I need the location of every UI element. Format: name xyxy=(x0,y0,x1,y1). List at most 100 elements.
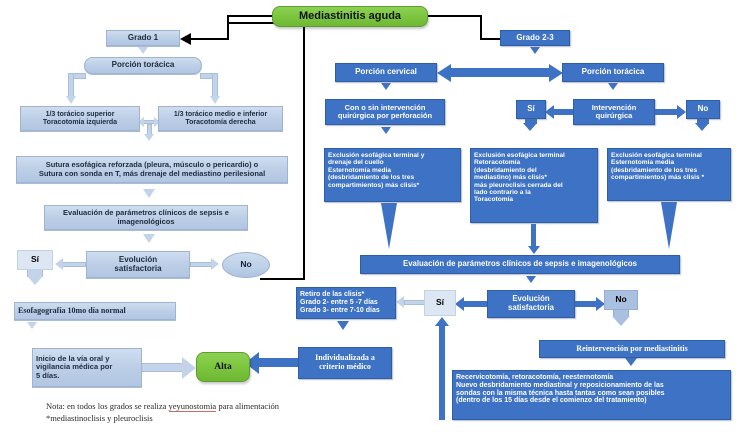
arrow-eval-right-down xyxy=(526,276,536,283)
node-intervencion-quirurgica[interactable]: Intervención quirúrgica xyxy=(573,99,655,125)
node-no-right-bottom[interactable]: No xyxy=(604,290,638,310)
con-o-sin-intervencion-label: Con o sin intervención quirúrgica por pe… xyxy=(337,102,433,120)
note-block: Nota: en todos los grados se realiza yey… xyxy=(46,400,416,425)
arrowhead-right-option xyxy=(210,96,220,104)
si-right-top-down-body xyxy=(525,118,537,124)
si-right-top-label: Sí xyxy=(527,104,535,114)
node-evolucion-satisfactoria-right[interactable]: Evolución satisfactoria xyxy=(487,290,575,318)
arrow-iq-si-body xyxy=(553,109,575,115)
evaluacion-right-label: Evaluación de parámetros clínicos de sep… xyxy=(403,259,637,269)
node-no-right-top[interactable]: No xyxy=(686,100,720,119)
arrow-retiro-to-individualizada xyxy=(337,321,349,330)
node-mediastinitis-aguda[interactable]: Mediastinitis aguda xyxy=(272,6,428,27)
arrow-grado23-down xyxy=(530,47,540,54)
grado-1-label: Grado 1 xyxy=(127,32,159,42)
no-left-label: No xyxy=(240,259,252,270)
note-line-1-prefix: Nota: en todos los grados se realiza xyxy=(46,401,169,411)
connector-root-left-h2 xyxy=(190,38,229,40)
si-left-label: Sí xyxy=(30,254,40,265)
node-option-superior[interactable]: 1/3 torácico superior Toracotomía izquie… xyxy=(20,106,140,131)
arrowhead-to-grado1 xyxy=(180,33,191,45)
node-inicio-via-oral[interactable]: Inicio de la vía oral y vigilancia médic… xyxy=(32,348,142,387)
node-evaluacion-right[interactable]: Evaluación de parámetros clínicos de sep… xyxy=(360,255,680,274)
grado-2-3-label: Grado 2-3 xyxy=(516,32,554,42)
no-right-top-down-head xyxy=(695,123,709,131)
node-esofagografia[interactable]: Esofagografía 10mo día normal xyxy=(14,302,176,320)
node-grado-1[interactable]: Grado 1 xyxy=(106,30,180,46)
node-evolucion-satisfactoria-left[interactable]: Evolución satisfactoria xyxy=(86,251,190,278)
arrow-iq-no-head xyxy=(677,105,686,119)
arrow-eval-to-evolucion xyxy=(143,234,155,243)
node-option-medio-inferior[interactable]: 1/3 torácico medio e inferior Toracotomí… xyxy=(158,106,283,131)
node-sutura[interactable]: Sutura esofágica reforzada (pleura, músc… xyxy=(16,156,288,183)
note-line-2: *mediastinoclisis y pleuroclisis xyxy=(46,413,153,424)
arrow-reintervencion-down xyxy=(625,358,637,366)
node-con-o-sin-intervencion[interactable]: Con o sin intervención quirúrgica por pe… xyxy=(325,99,445,125)
arrow-evo-right-si-body xyxy=(463,301,489,307)
arrow-cervical-to-treatment xyxy=(381,127,391,134)
arrow-treatment-surgical-down-head xyxy=(528,246,540,254)
arrow-treatment-nonsurgical-down xyxy=(661,202,677,249)
intervencion-quirurgica-label: Intervención quirúrgica xyxy=(591,102,637,120)
node-porcion-toracica-right[interactable]: Porción torácica xyxy=(562,63,664,82)
node-porcion-toracica-left[interactable]: Porción torácica xyxy=(84,57,202,74)
node-treatment-thoracic-surgical[interactable]: Exclusión esofágica terminal Retoracotom… xyxy=(470,148,598,223)
arrow-si-to-retiro-head xyxy=(396,296,404,308)
arrow-oral-to-alta-head xyxy=(182,357,196,379)
reintervencion-detail-label: Recervicotomía, retoracotomía, reesterno… xyxy=(456,374,665,405)
evolucion-right-label: Evolución satisfactoria xyxy=(508,294,554,312)
root-label: Mediastinitis aguda xyxy=(298,10,402,23)
node-no-left[interactable]: No xyxy=(222,252,270,278)
no-right-top-down-body xyxy=(697,118,709,124)
node-grado-2-3[interactable]: Grado 2-3 xyxy=(500,30,570,46)
treatment-thoracic-surgical-label: Exclusión esofágica terminal Retoracotom… xyxy=(474,152,565,204)
option-medio-inferior-label: 1/3 torácico medio e inferior Toracotomí… xyxy=(173,110,268,126)
arrow-feedback-up-head xyxy=(435,317,449,326)
arrow-evolucion-si-head xyxy=(55,258,63,270)
arrow-grado1-to-porcion xyxy=(138,47,148,54)
node-reintervencion[interactable]: Reintervención por mediastinitis xyxy=(539,340,725,358)
arrow-treatment-cervical-down xyxy=(381,203,397,249)
sutura-label: Sutura esofágica reforzada (pleura, músc… xyxy=(38,160,266,178)
arrow-evo-right-si-head xyxy=(455,297,464,311)
arrow-individualizada-to-alta-body xyxy=(258,358,300,367)
porcion-toracica-right-label: Porción torácica xyxy=(581,67,645,77)
connector-root-right-v xyxy=(480,15,482,38)
no-right-bottom-label: No xyxy=(615,294,627,305)
inicio-via-oral-label: Inicio de la vía oral y vigilancia médic… xyxy=(36,353,113,380)
treatment-thoracic-nonsurgical-label: Exclusión esofágica terminal Esternotomí… xyxy=(611,152,705,182)
node-retiro-clisis[interactable]: Retiro de las clisis* Grado 2- entre 5 -… xyxy=(296,287,396,319)
connector-loop-right-v xyxy=(303,22,305,280)
alta-label: Alta xyxy=(214,361,232,372)
evolucion-left-label: Evolución satisfactoria xyxy=(114,254,162,273)
evaluacion-left-label: Evaluación de parámetros clínicos de sep… xyxy=(63,208,229,226)
porcion-cervical-label: Porción cervical xyxy=(355,67,417,77)
porcion-toracica-left-label: Porción torácica xyxy=(111,60,175,70)
node-reintervencion-detail[interactable]: Recervicotomía, retoracotomía, reesterno… xyxy=(452,370,731,420)
arrow-evo-right-no-head xyxy=(596,297,605,311)
arrow-sutura-to-eval xyxy=(143,189,155,198)
arrow-evolucion-si-body xyxy=(62,262,86,267)
arrow-porciones-body xyxy=(450,68,550,77)
node-si-right-bottom[interactable]: Sí xyxy=(424,290,456,316)
note-line-1-underlined: yeyunostomia xyxy=(168,401,217,412)
arrow-evo-right-no-body xyxy=(574,301,598,307)
arrow-evolucion-no-head xyxy=(211,258,219,270)
arrow-toracica-down xyxy=(608,83,618,90)
node-si-left[interactable]: Sí xyxy=(17,250,53,270)
node-porcion-cervical[interactable]: Porción cervical xyxy=(335,63,437,82)
node-treatment-cervical[interactable]: Exclusión esofágica terminal y drenaje d… xyxy=(324,148,461,202)
node-individualizada[interactable]: Individualizada a criterio médico xyxy=(298,347,392,379)
arrow-feedback-up-body xyxy=(439,325,445,420)
connector-loop-bottom xyxy=(260,278,305,280)
node-si-right-top[interactable]: Sí xyxy=(516,100,546,119)
arrow-esofagografia-to-oral xyxy=(27,322,37,329)
node-evaluacion-left[interactable]: Evaluación de parámetros clínicos de sep… xyxy=(44,205,248,230)
no-right-top-label: No xyxy=(697,104,709,114)
note-line-1-suffix: para alimentación xyxy=(216,401,279,411)
node-treatment-thoracic-nonsurgical[interactable]: Exclusión esofágica terminal Esternotomí… xyxy=(607,148,731,201)
arrow-evolucion-no-body xyxy=(190,262,212,267)
treatment-cervical-label: Exclusión esofágica terminal y drenaje d… xyxy=(328,152,425,189)
node-alta[interactable]: Alta xyxy=(196,352,250,382)
